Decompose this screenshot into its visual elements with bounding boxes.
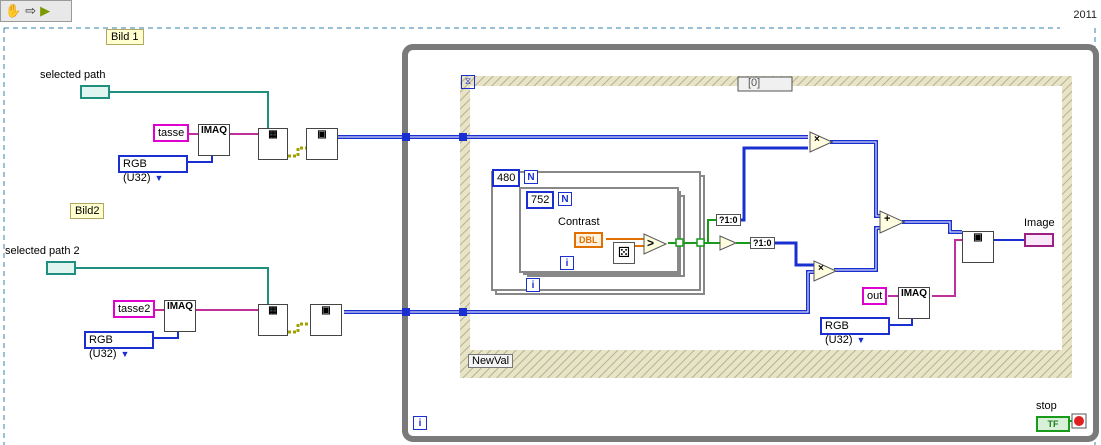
rgb-ring-top-value: RGB (U32) [123,158,151,184]
outer-n-terminal: N [524,170,538,184]
multiply-node-1 [809,131,834,153]
loop-tunnel-outer [696,238,705,247]
multiply-label-2: × [818,263,824,274]
case-selector-value[interactable]: [0] [748,77,761,89]
image-to-array-icon: ▣ [321,305,331,316]
image-indicator [1024,233,1054,247]
selected-path-2-control[interactable] [46,261,76,275]
toolbar: ✋ ⇨ ▶ [0,0,72,22]
image-to-array-icon: ▣ [317,129,327,140]
selected-path-control[interactable] [80,85,110,99]
dropdown-arrow-icon: ▼ [856,335,866,345]
not-node [719,235,738,251]
add-label: + [884,213,891,225]
tunnel-top-left [402,133,410,141]
note-bild1: Bild 1 [106,29,144,45]
imaq-create-node-bottom[interactable]: IMAQ [164,300,196,332]
run-arrow-icon[interactable]: ▶ [40,3,51,18]
rgb-ring-top[interactable]: RGB (U32)▼ [118,155,188,184]
random-number-icon[interactable]: ⚄ [613,242,635,264]
contrast-label: Contrast [558,216,600,228]
selected-path-2-label: selected path 2 [5,245,80,257]
outer-count-constant[interactable]: 480 [492,169,521,187]
while-loop-border [402,44,1099,442]
stop-label: stop [1036,400,1057,412]
image-to-array-node-bottom[interactable]: ▣ [310,304,342,336]
out-constant[interactable]: out [862,287,888,305]
select-node-2[interactable]: ?1:0 [750,237,775,249]
case-selector-box [737,76,793,92]
imaq-create-node-out[interactable]: IMAQ [898,287,930,319]
imaq-create-node-top[interactable]: IMAQ [198,124,230,156]
greater-node [643,233,668,255]
outer-i-terminal: i [526,278,540,292]
file-read-icon: ▦ [268,129,278,140]
inner-n-terminal: N [558,192,572,206]
hand-icon[interactable]: ✋ [5,3,22,18]
dropdown-arrow-icon: ▼ [154,173,164,183]
note-bild2: Bild2 [70,203,105,219]
rgb-ring-right[interactable]: RGB (U32)▼ [820,317,890,346]
imaq-read-file-node-bottom[interactable]: ▦ [258,304,288,336]
inner-count-constant[interactable]: 752 [526,191,555,209]
inner-i-terminal: i [560,256,574,270]
stop-condition-icon [1074,416,1084,426]
arrow-right-icon[interactable]: ⇨ [25,3,37,18]
rgb-ring-bottom[interactable]: RGB (U32)▼ [84,331,154,360]
tunnel-bottom-left [402,308,410,316]
array-to-image-node[interactable]: ▣ [962,231,994,263]
image-indicator-label: Image [1024,217,1055,229]
loop-tunnel-inner [675,238,684,247]
case-selector-terminal: ⧖ [461,75,475,89]
array-to-image-icon: ▣ [973,232,983,243]
select-node-1[interactable]: ?1:0 [716,214,741,226]
add-node [879,210,906,234]
while-i-terminal: i [413,416,427,430]
tasse2-constant[interactable]: tasse2 [113,300,156,318]
multiply-node-2 [813,260,838,282]
case-tunnel-top [459,133,467,141]
rgb-ring-right-value: RGB (U32) [825,320,853,346]
greater-label: > [647,236,655,250]
imaq-label: IMAQ [900,288,928,299]
newval-terminal: NewVal [468,354,514,368]
dropdown-arrow-icon: ▼ [120,349,130,359]
stop-button[interactable]: TF [1036,416,1070,432]
imaq-label: IMAQ [200,125,228,136]
file-read-icon: ▦ [268,305,278,316]
selected-path-label: selected path [40,69,106,81]
imaq-read-file-node-top[interactable]: ▦ [258,128,288,160]
contrast-control[interactable]: DBL [574,232,603,248]
case-tunnel-bottom [459,308,467,316]
rgb-ring-bottom-value: RGB (U32) [89,334,117,360]
image-to-array-node-top[interactable]: ▣ [306,128,338,160]
imaq-label: IMAQ [166,301,194,312]
tasse-constant[interactable]: tasse [153,124,190,142]
version-label: 2011 [1073,9,1097,21]
multiply-label-1: × [814,134,820,145]
